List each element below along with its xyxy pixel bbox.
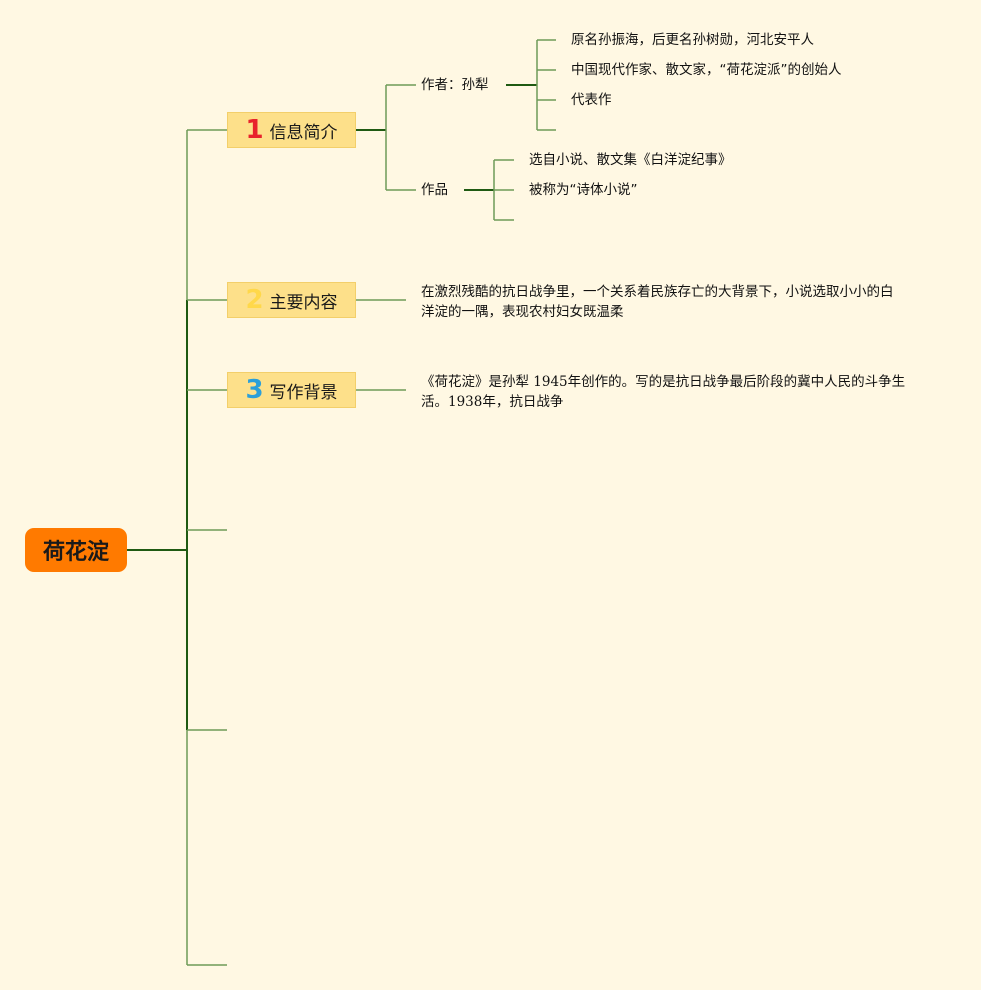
root-node[interactable]: 荷花淀 bbox=[25, 528, 127, 572]
branch-node-background[interactable]: 3 写作背景 bbox=[227, 372, 356, 408]
author-item-identity[interactable]: 中国现代作家、散文家，“荷花淀派”的创始人 bbox=[571, 62, 842, 78]
author-node[interactable]: 作者：孙犁 bbox=[421, 77, 489, 93]
works-item-source[interactable]: 选自小说、散文集《白洋淀纪事》 bbox=[529, 152, 732, 168]
number-2-icon: 2 bbox=[245, 285, 264, 315]
number-1-icon: 1 bbox=[245, 115, 264, 145]
works-node[interactable]: 作品 bbox=[421, 182, 448, 198]
works-item-nickname[interactable]: 被称为“诗体小说” bbox=[529, 182, 638, 198]
branch-label-info: 信息简介 bbox=[269, 122, 338, 143]
branch-node-info[interactable]: 1 信息简介 bbox=[227, 112, 356, 148]
number-3-icon: 3 bbox=[245, 375, 264, 405]
branch-label-background: 写作背景 bbox=[269, 382, 338, 403]
summary-line-1: 在激烈残酷的抗日战争里，一个关系着民族存亡的大背景下，小说选取小小的白 bbox=[421, 284, 894, 300]
summary-text[interactable]: 在激烈残酷的抗日战争里，一个关系着民族存亡的大背景下，小说选取小小的白 洋淀的一… bbox=[421, 282, 921, 322]
background-line-1: 《荷花淀》是孙犁 1945年创作的。写的是抗日战争最后阶段的冀中人民的斗争生 bbox=[421, 374, 906, 390]
branch-node-summary[interactable]: 2 主要内容 bbox=[227, 282, 356, 318]
background-text[interactable]: 《荷花淀》是孙犁 1945年创作的。写的是抗日战争最后阶段的冀中人民的斗争生 活… bbox=[421, 372, 921, 412]
author-item-name[interactable]: 原名孙振海，后更名孙树勋，河北安平人 bbox=[571, 32, 814, 48]
summary-line-2: 洋淀的一隅，表现农村妇女既温柔 bbox=[421, 304, 624, 320]
background-line-2: 活。1938年，抗日战争 bbox=[421, 394, 564, 410]
author-item-representative-works[interactable]: 代表作 bbox=[571, 92, 612, 108]
branch-label-summary: 主要内容 bbox=[269, 292, 338, 313]
root-label: 荷花淀 bbox=[42, 540, 109, 565]
